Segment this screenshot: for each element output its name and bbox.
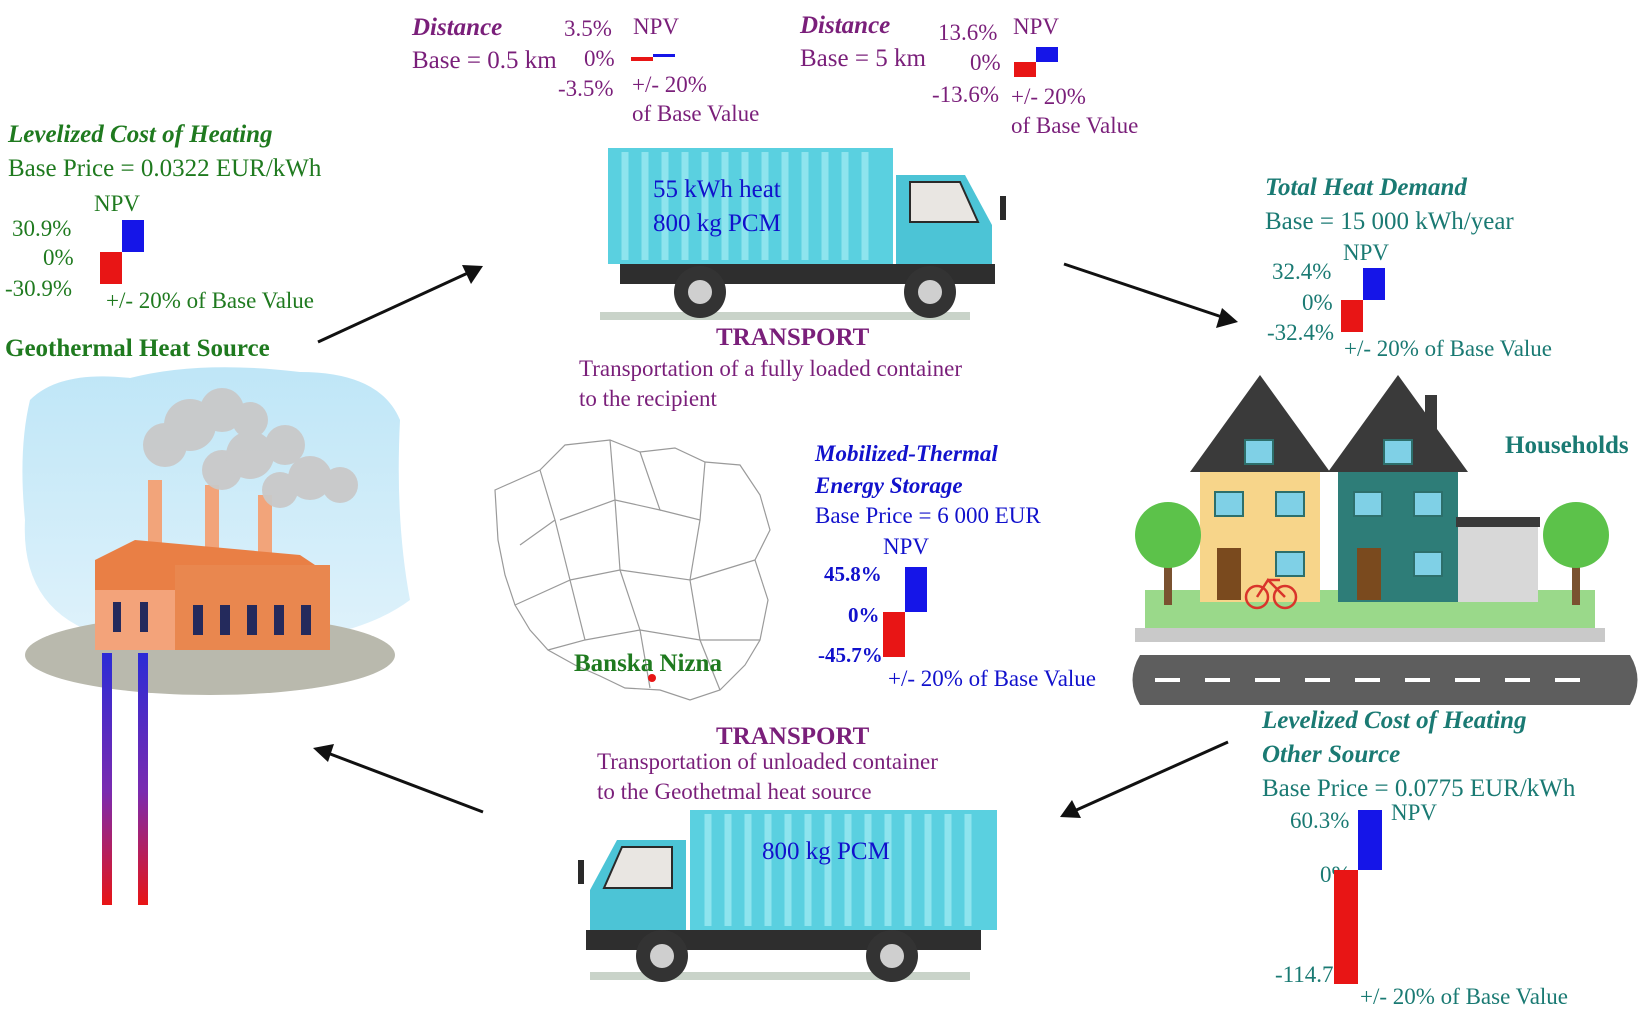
households-illustration <box>1132 375 1638 705</box>
distance-short-title: Distance <box>412 14 503 41</box>
geothermal-plant-illustration <box>22 367 411 905</box>
distance-long-base: Base = 5 km <box>800 45 926 72</box>
truck-loaded-heat-label: 55 kWh heat <box>653 176 781 203</box>
distance-short-npv-increase-bar <box>653 53 675 57</box>
other-source-note: +/- 20% of Base Value <box>1360 984 1568 1009</box>
empty-truck-illustration <box>578 810 997 982</box>
distance-long-npv-decrease-bar <box>1014 62 1036 77</box>
distance-long-note-1: +/- 20% <box>1011 84 1086 109</box>
demand-base: Base = 15 000 kWh/year <box>1265 208 1514 235</box>
demand-down-value: -32.4% <box>1267 320 1335 345</box>
storage-note: +/- 20% of Base Value <box>888 666 1096 691</box>
map-location-label: Banska Nizna <box>574 650 722 677</box>
distance-short-down-value: -3.5% <box>558 76 614 101</box>
source-base-price: Base Price = 0.0322 EUR/kWh <box>8 155 322 182</box>
source-npv-increase-bar <box>122 219 144 252</box>
demand-npv-decrease-bar <box>1341 300 1363 333</box>
source-npv-label: NPV <box>94 191 141 216</box>
other-source-npv-increase-bar <box>1358 810 1382 870</box>
demand-note: +/- 20% of Base Value <box>1344 336 1552 361</box>
source-zero-value: 0% <box>43 245 74 270</box>
truck-loaded-pcm-label: 800 kg PCM <box>653 210 781 237</box>
loaded-truck-illustration <box>600 148 1006 320</box>
storage-title-1: Mobilized-Thermal <box>815 441 998 466</box>
demand-title: Total Heat Demand <box>1265 174 1467 201</box>
storage-npv-decrease-bar <box>883 612 905 658</box>
distance-short-note-2: of Base Value <box>632 101 760 126</box>
demand-zero-value: 0% <box>1302 290 1333 315</box>
geothermal-pipe <box>138 653 148 905</box>
truck-empty-pcm-label: 800 kg PCM <box>762 838 890 865</box>
storage-npv-increase-bar <box>905 566 927 612</box>
distance-short-up-value: 3.5% <box>564 16 612 41</box>
transport-back-line-1: Transportation of unloaded container <box>597 749 938 774</box>
other-source-base-price: Base Price = 0.0775 EUR/kWh <box>1262 775 1576 802</box>
transport-out-title: TRANSPORT <box>716 324 870 351</box>
distance-long-up-value: 13.6% <box>938 20 998 45</box>
transport-back-line-2: to the Geothetmal heat source <box>597 779 872 804</box>
distance-long-down-value: -13.6% <box>932 82 1000 107</box>
storage-title-2: Energy Storage <box>815 473 963 498</box>
source-note: +/- 20% of Base Value <box>106 288 314 313</box>
location-marker <box>648 674 656 682</box>
flow-arrows <box>313 262 1238 818</box>
other-source-npv-label: NPV <box>1391 800 1438 825</box>
other-source-npv-decrease-bar <box>1334 870 1358 984</box>
distance-long-note-2: of Base Value <box>1011 113 1139 138</box>
source-up-value: 30.9% <box>12 216 72 241</box>
distance-long-npv-label: NPV <box>1013 14 1060 39</box>
distance-long-title: Distance <box>800 12 891 39</box>
distance-short-base: Base = 0.5 km <box>412 47 557 74</box>
geothermal-pipe <box>102 653 112 905</box>
storage-base-price: Base Price = 6 000 EUR <box>815 503 1041 528</box>
households-label: Households <box>1505 432 1629 459</box>
storage-down-value: -45.7% <box>818 643 883 667</box>
source-lcoh-title: Levelized Cost of Heating <box>8 121 273 148</box>
demand-npv-increase-bar <box>1363 267 1385 300</box>
distance-long-npv-increase-bar <box>1036 47 1058 62</box>
source-npv-decrease-bar <box>100 252 122 285</box>
distance-short-note-1: +/- 20% <box>632 72 707 97</box>
transport-back-title: TRANSPORT <box>716 723 870 750</box>
source-down-value: -30.9% <box>5 276 73 301</box>
distance-short-zero-value: 0% <box>584 46 615 71</box>
distance-short-npv-label: NPV <box>633 14 680 39</box>
storage-up-value: 45.8% <box>824 562 882 586</box>
other-source-title-1: Levelized Cost of Heating <box>1262 707 1527 734</box>
other-source-title-2: Other Source <box>1262 741 1401 768</box>
transport-out-line-1: Transportation of a fully loaded contain… <box>579 356 963 381</box>
demand-up-value: 32.4% <box>1272 259 1332 284</box>
storage-npv-label: NPV <box>883 534 930 559</box>
distance-long-zero-value: 0% <box>970 50 1001 75</box>
poland-map <box>494 439 771 701</box>
other-source-up-value: 60.3% <box>1290 808 1350 833</box>
geothermal-source-label: Geothermal Heat Source <box>5 335 270 362</box>
demand-npv-label: NPV <box>1343 240 1390 265</box>
transport-out-line-2: to the recipient <box>579 386 717 411</box>
distance-short-npv-decrease-bar <box>631 57 653 61</box>
storage-zero-value: 0% <box>848 603 880 627</box>
